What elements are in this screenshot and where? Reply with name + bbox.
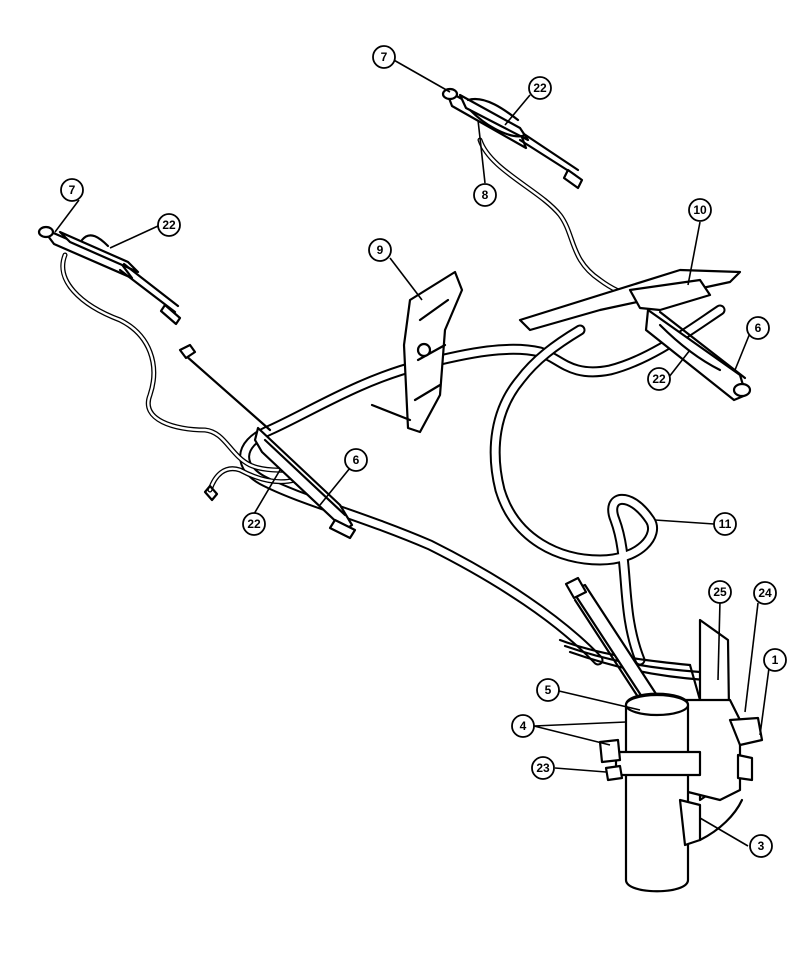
callout-7-top: 7 (372, 45, 396, 69)
svg-text:9: 9 (377, 243, 384, 257)
top-hydraulic-cylinder (441, 87, 584, 190)
callout-6-left: 6 (344, 448, 368, 472)
left-lower-cylinder (178, 343, 357, 540)
callout-6-right: 6 (746, 316, 770, 340)
callout-4: 4 (511, 714, 535, 738)
callout-23: 23 (531, 756, 555, 780)
svg-text:25: 25 (713, 585, 727, 599)
svg-text:8: 8 (482, 188, 489, 202)
pump-assembly (564, 576, 764, 893)
leader-lines (54, 58, 770, 847)
svg-text:24: 24 (758, 586, 772, 600)
svg-text:6: 6 (755, 321, 762, 335)
right-cylinder-bracket (518, 268, 752, 402)
callout-24: 24 (753, 581, 777, 605)
callout-1: 1 (763, 648, 787, 672)
callout-10: 10 (688, 198, 712, 222)
callout-9: 9 (368, 238, 392, 262)
callout-22-left: 22 (157, 213, 181, 237)
svg-text:22: 22 (162, 218, 176, 232)
svg-text:10: 10 (693, 203, 707, 217)
callout-22-right: 22 (647, 367, 671, 391)
svg-text:11: 11 (719, 517, 732, 531)
svg-text:5: 5 (545, 683, 552, 697)
callout-22-top: 22 (528, 76, 552, 100)
svg-text:22: 22 (652, 372, 666, 386)
center-bracket (370, 270, 464, 434)
callout-5: 5 (536, 678, 560, 702)
left-hydraulic-cylinder (37, 225, 182, 326)
callout-22-lower: 22 (242, 512, 266, 536)
svg-text:6: 6 (353, 453, 360, 467)
svg-text:3: 3 (758, 839, 765, 853)
svg-text:7: 7 (381, 50, 388, 64)
callout-8: 8 (473, 183, 497, 207)
callout-11: 11 (713, 512, 737, 536)
svg-text:23: 23 (536, 761, 550, 775)
callout-3: 3 (749, 834, 773, 858)
svg-text:7: 7 (69, 183, 76, 197)
svg-text:22: 22 (533, 81, 547, 95)
svg-text:22: 22 (247, 517, 261, 531)
callout-25: 25 (708, 580, 732, 604)
callout-7-left: 7 (60, 178, 84, 202)
svg-text:1: 1 (772, 653, 779, 667)
svg-text:4: 4 (520, 719, 527, 733)
